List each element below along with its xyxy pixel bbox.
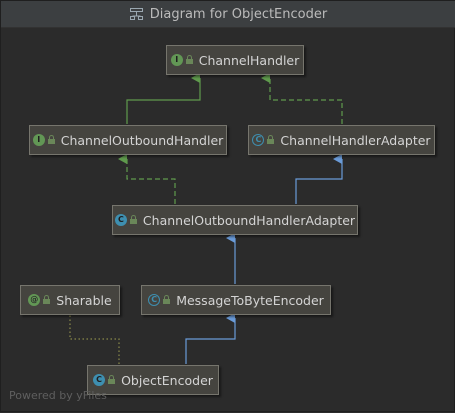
title-bar[interactable]: Diagram for ObjectEncoder [1, 1, 455, 28]
node-label: ChannelHandler [198, 52, 300, 68]
class-icon: C [93, 374, 106, 386]
class-diagram-icon [129, 8, 143, 20]
edge-outbound-adapter-to-outbound [118, 154, 176, 204]
node-message-to-byte-encoder[interactable]: C MessageToByteEncoder [141, 285, 331, 315]
lock-open-icon [47, 135, 56, 145]
abstract-class-icon: C [148, 294, 161, 306]
edge-adapter-to-handler [261, 73, 343, 124]
node-label: Sharable [56, 292, 112, 308]
yfiles-watermark: Powered by yFiles [9, 389, 107, 402]
node-label: MessageToByteEncoder [176, 292, 324, 308]
node-label: ChannelHandlerAdapter [280, 132, 431, 148]
node-label: ChannelOutboundHandlerAdapter [142, 212, 356, 228]
window-title: Diagram for ObjectEncoder [149, 6, 328, 22]
abstract-class-icon: C [252, 134, 265, 146]
edge-object-encoder-to-encoder [185, 313, 236, 364]
interface-icon: I [170, 54, 183, 66]
node-channel-handler[interactable]: I ChannelHandler [166, 45, 304, 75]
lock-open-icon [107, 375, 116, 385]
lock-open-icon [129, 215, 138, 225]
lock-open-icon [42, 295, 51, 305]
node-channel-outbound-handler[interactable]: I ChannelOutboundHandler [29, 125, 227, 155]
interface-icon: I [32, 134, 45, 146]
node-channel-handler-adapter[interactable]: C ChannelHandlerAdapter [248, 125, 435, 155]
edge-outbound-to-handler [126, 73, 201, 124]
class-icon: C [114, 214, 127, 226]
lock-open-icon [162, 295, 171, 305]
node-object-encoder[interactable]: C ObjectEncoder [87, 365, 219, 395]
lock-open-icon [185, 55, 194, 65]
node-channel-outbound-handler-adapter[interactable]: C ChannelOutboundHandlerAdapter [112, 205, 358, 235]
node-label: ChannelOutboundHandler [60, 132, 224, 148]
node-sharable[interactable]: @ Sharable [20, 285, 120, 315]
edge-outbound-adapter-to-adapter [295, 154, 343, 204]
node-label: ObjectEncoder [121, 372, 213, 388]
edge-object-encoder-to-sharable [69, 315, 120, 364]
annotation-icon: @ [28, 294, 41, 306]
lock-open-icon [266, 135, 275, 145]
